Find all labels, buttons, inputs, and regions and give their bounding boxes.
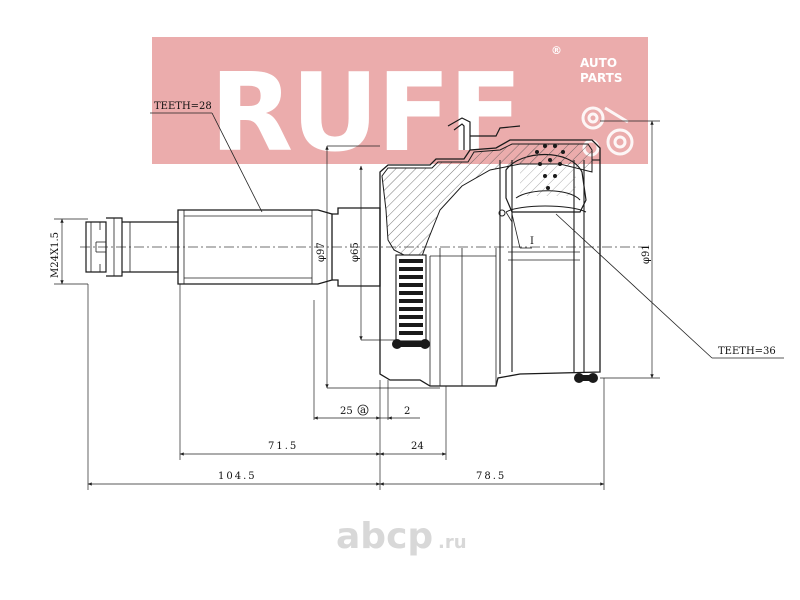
logo-brand-text: RUFF: [210, 51, 520, 176]
logo-tagline-parts: PARTS: [580, 71, 623, 85]
dia-65-label: φ65: [350, 242, 361, 262]
dim-25-circle: [357, 404, 369, 416]
dia-91-label: φ91: [641, 244, 652, 264]
teeth-right-callout: TEETH=36: [555, 213, 784, 359]
dim-78-5-label: 78.5: [476, 471, 506, 482]
dim-2-label: 2: [404, 406, 410, 417]
teeth-right-label: TEETH=36: [718, 346, 776, 357]
abcp-watermark: abcp .ru: [336, 516, 467, 557]
dim-25-mark: a: [360, 405, 366, 416]
logo-banner: [152, 37, 648, 164]
boot-clamp-left: [392, 339, 430, 349]
dim-71-5-label: 71.5: [268, 441, 298, 452]
ruff-logo: RUFF ® AUTO PARTS: [152, 37, 648, 176]
logo-tagline-auto: AUTO: [580, 56, 617, 70]
dia-91-dimension: φ91: [600, 120, 660, 379]
detail-mark-label: I: [530, 236, 534, 247]
gears-icon: [581, 106, 634, 157]
logo-registered-mark: ®: [551, 44, 562, 57]
watermark-domain: .ru: [438, 532, 467, 553]
thread-label: M24X1.5: [50, 232, 61, 278]
extension-lines: [87, 284, 605, 490]
boot-clamp-right: [574, 373, 598, 383]
dim-25-label: 25: [340, 406, 353, 417]
threaded-stud: [85, 217, 179, 277]
abs-tone-ring: [392, 254, 598, 383]
watermark-name: abcp: [336, 516, 433, 557]
ball-bearings: [535, 144, 565, 190]
dim-71-5: 71.5: [179, 441, 381, 456]
dim-25: 25 a: [313, 404, 381, 420]
dim-104-5-label: 104.5: [218, 471, 257, 482]
dim-24: 24: [379, 441, 447, 456]
teeth-left-callout: TEETH=28: [150, 101, 263, 213]
dia-65-dimension: φ65: [350, 165, 398, 341]
dim-24-label: 24: [411, 441, 424, 452]
teeth-left-label: TEETH=28: [154, 101, 212, 112]
dia-97-label: φ97: [316, 242, 327, 262]
dim-2: 2: [380, 406, 420, 420]
dia-97-dimension: φ97: [316, 145, 440, 389]
thread-dimension: M24X1.5: [50, 218, 88, 285]
inner-race: I: [498, 144, 587, 249]
dim-104-5: 104.5: [87, 471, 381, 486]
outer-bell-housing: [379, 117, 601, 387]
dim-78-5: 78.5: [379, 471, 605, 486]
